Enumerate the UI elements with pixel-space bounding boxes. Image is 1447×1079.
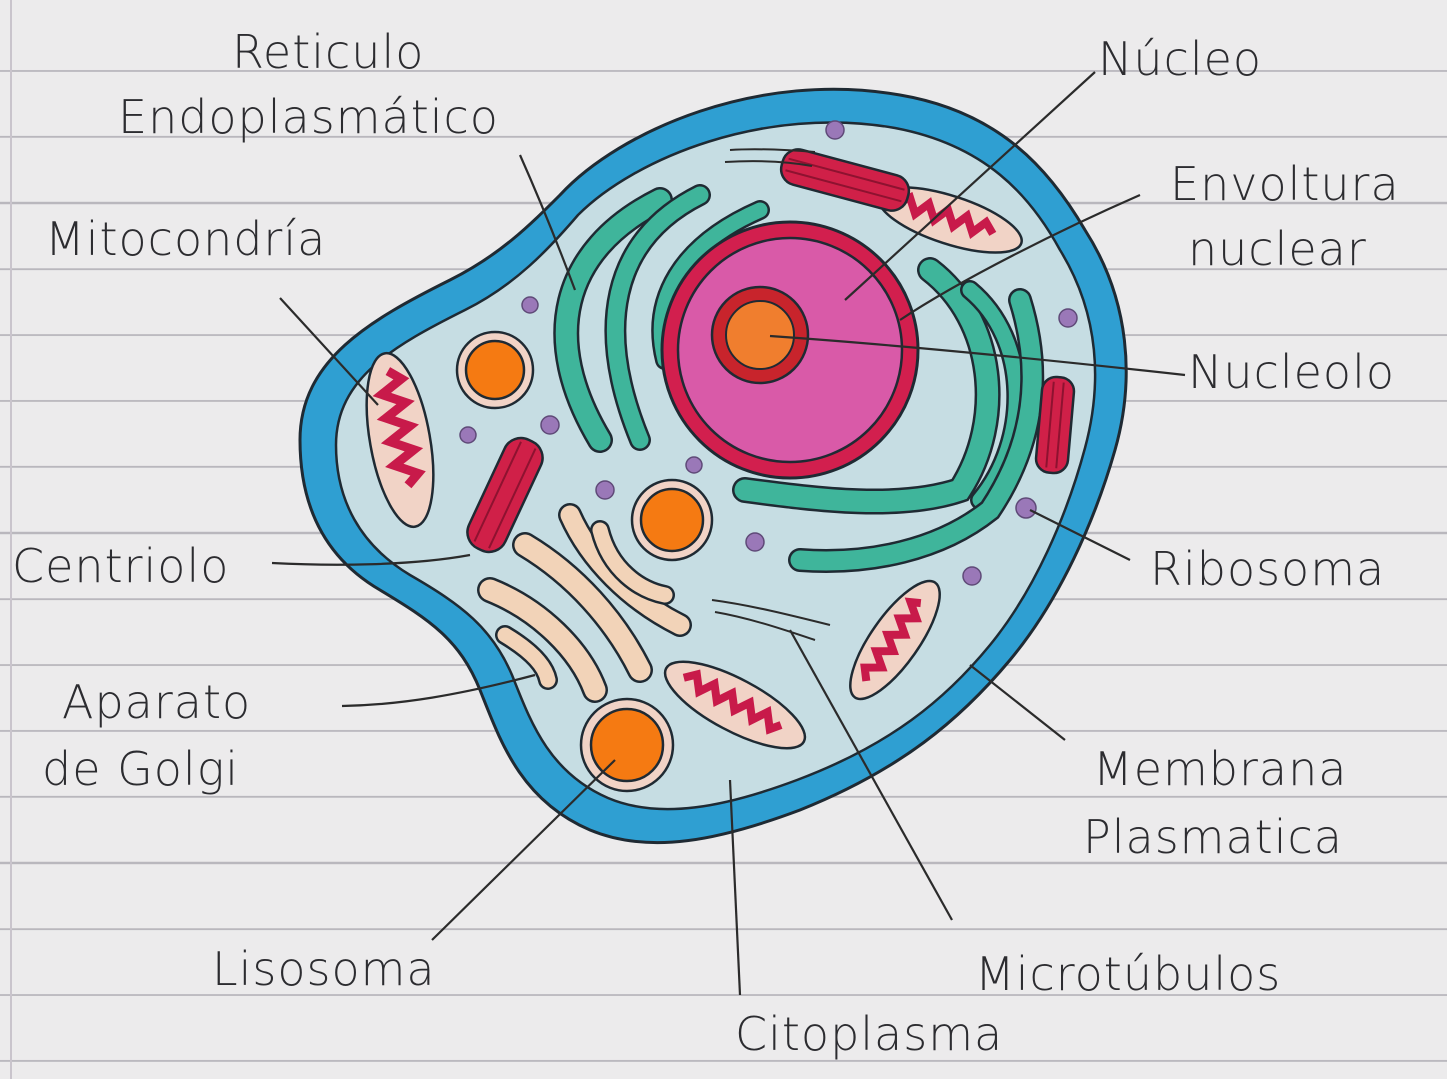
- label-reticulo-line2: Endoplasmático: [118, 90, 499, 144]
- label-envoltura-line2: nuclear: [1188, 222, 1367, 276]
- label-centriolo: Centriolo: [12, 539, 229, 593]
- label-nucleo: Núcleo: [1098, 32, 1262, 86]
- label-mitocondria: Mitocondría: [45, 212, 326, 266]
- leader-lisosoma: [432, 760, 615, 940]
- label-reticulo-line1: Reticulo: [232, 25, 424, 79]
- label-ribosoma: Ribosoma: [1150, 542, 1385, 596]
- label-lisosoma: Lisosoma: [212, 942, 436, 996]
- nucleus: [662, 222, 918, 478]
- label-membrana-line2: Plasmatica: [1083, 810, 1343, 864]
- label-nucleolo: Nucleolo: [1188, 345, 1395, 399]
- leader-membrana: [970, 665, 1065, 740]
- label-microtubulos: Microtúbulos: [975, 947, 1281, 1001]
- label-envoltura-line1: Envoltura: [1170, 157, 1400, 211]
- label-citoplasma: Citoplasma: [735, 1007, 1003, 1061]
- label-membrana-line1: Membrana: [1093, 742, 1347, 796]
- label-aparato-line1: Aparato: [62, 675, 251, 729]
- label-aparato-line2: de Golgi: [42, 742, 239, 796]
